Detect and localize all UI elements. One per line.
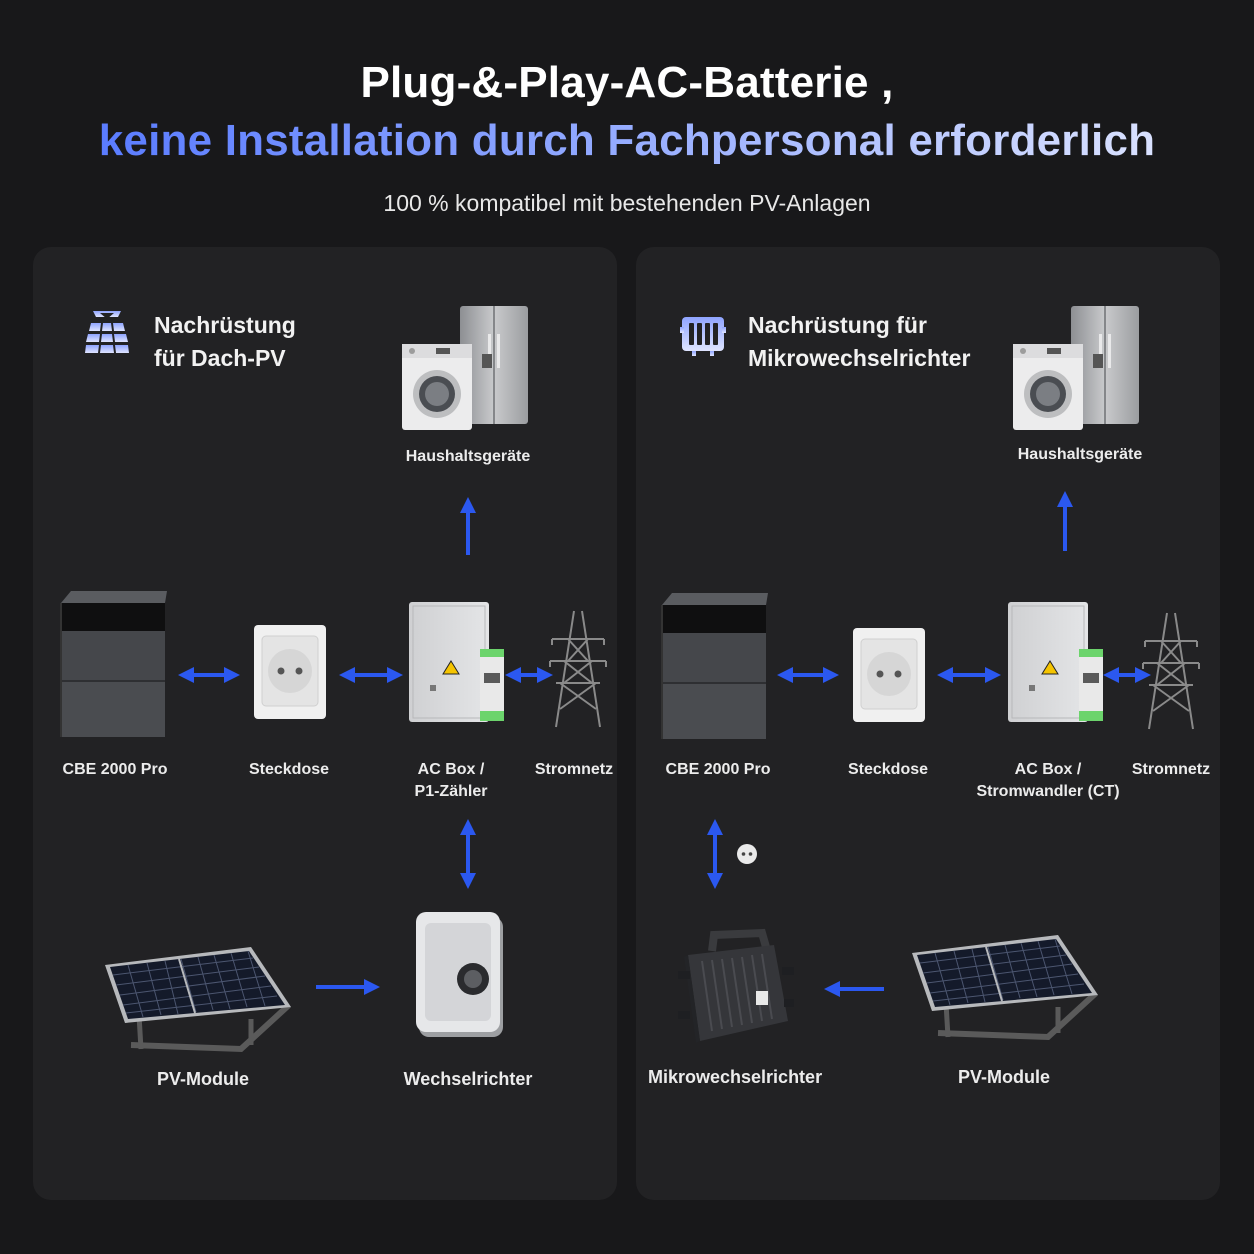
label-battery: CBE 2000 Pro	[665, 761, 771, 778]
page-subtitle: 100 % kompatibel mit bestehenden PV-Anla…	[383, 190, 871, 216]
battery-cbe-2000-pro-image	[661, 593, 768, 739]
label-pv-modules: PV-Module	[156, 1069, 249, 1089]
flow-arrow-pv-inverter	[316, 979, 380, 995]
page-title-highlight: keine Installation durch Fachpersonal er…	[0, 116, 1254, 166]
panel-title: Nachrüstung für Mikrowechselrichter	[748, 309, 970, 375]
ac-box-image	[409, 602, 504, 722]
label-microinverter: Mikrowechselrichter	[648, 1067, 823, 1087]
ac-box-image	[1008, 602, 1103, 722]
household-appliances-image	[402, 306, 528, 430]
label-acbox-line1: AC Box /	[1014, 761, 1082, 778]
flow-arrow-acbox-inverter	[460, 819, 476, 889]
flow-arrow-battery-socket	[777, 667, 839, 683]
flow-arrow-acbox-grid	[1103, 667, 1151, 683]
plug-icon	[737, 844, 757, 864]
panel-title-line2: für Dach-PV	[154, 345, 286, 371]
microinverter-image	[678, 928, 794, 1043]
panel-title-line1: Nachrüstung	[154, 312, 296, 338]
label-socket: Steckdose	[248, 761, 330, 778]
flow-arrow-socket-acbox	[339, 667, 403, 683]
wall-socket-image	[254, 625, 326, 719]
label-acbox: AC Box / Stromwandler (CT)	[966, 759, 1130, 803]
flow-arrow-socket-acbox	[937, 667, 1001, 683]
panel-microinverter: Nachrüstung für Mikrowechselrichter Haus…	[636, 247, 1220, 1200]
wall-socket-image	[853, 628, 925, 722]
pv-modules-image	[912, 935, 1099, 1041]
solar-panel-icon	[85, 311, 129, 353]
label-acbox-line1: AC Box /	[417, 761, 485, 778]
label-pv-modules: PV-Module	[957, 1067, 1050, 1087]
label-appliances: Haushaltsgeräte	[1017, 446, 1143, 463]
flow-arrow-acbox-grid	[505, 667, 553, 683]
flow-arrow-up	[1057, 491, 1073, 551]
microinverter-icon	[680, 317, 726, 356]
power-pylon-image	[1142, 612, 1200, 730]
label-socket: Steckdose	[847, 761, 929, 778]
inverter-image	[416, 912, 503, 1037]
flow-arrow-battery-microinverter	[707, 819, 723, 889]
pv-modules-image	[105, 947, 292, 1053]
label-grid: Stromnetz	[534, 761, 614, 778]
page-title: Plug-&-Play-AC-Batterie ,	[360, 58, 894, 107]
panel-title: Nachrüstung für Dach-PV	[154, 309, 296, 375]
label-inverter: Wechselrichter	[403, 1069, 533, 1089]
power-pylon-image	[549, 610, 607, 728]
panel-rooftop-pv: Nachrüstung für Dach-PV Haushaltsgeräte …	[33, 247, 617, 1200]
label-grid: Stromnetz	[1131, 761, 1211, 778]
flow-arrow-pv-microinverter	[824, 981, 884, 997]
label-battery: CBE 2000 Pro	[62, 761, 168, 778]
flow-arrow-battery-socket	[178, 667, 240, 683]
panel-title-line1: Nachrüstung für	[748, 312, 927, 338]
label-acbox: AC Box / P1-Zähler	[391, 759, 511, 803]
label-acbox-line2: P1-Zähler	[414, 783, 488, 800]
flow-arrow-up	[460, 497, 476, 555]
label-appliances: Haushaltsgeräte	[405, 448, 531, 465]
label-acbox-line2: Stromwandler (CT)	[976, 783, 1120, 800]
panel-title-line2: Mikrowechselrichter	[748, 345, 971, 371]
battery-cbe-2000-pro-image	[60, 591, 167, 737]
household-appliances-image	[1013, 306, 1139, 430]
